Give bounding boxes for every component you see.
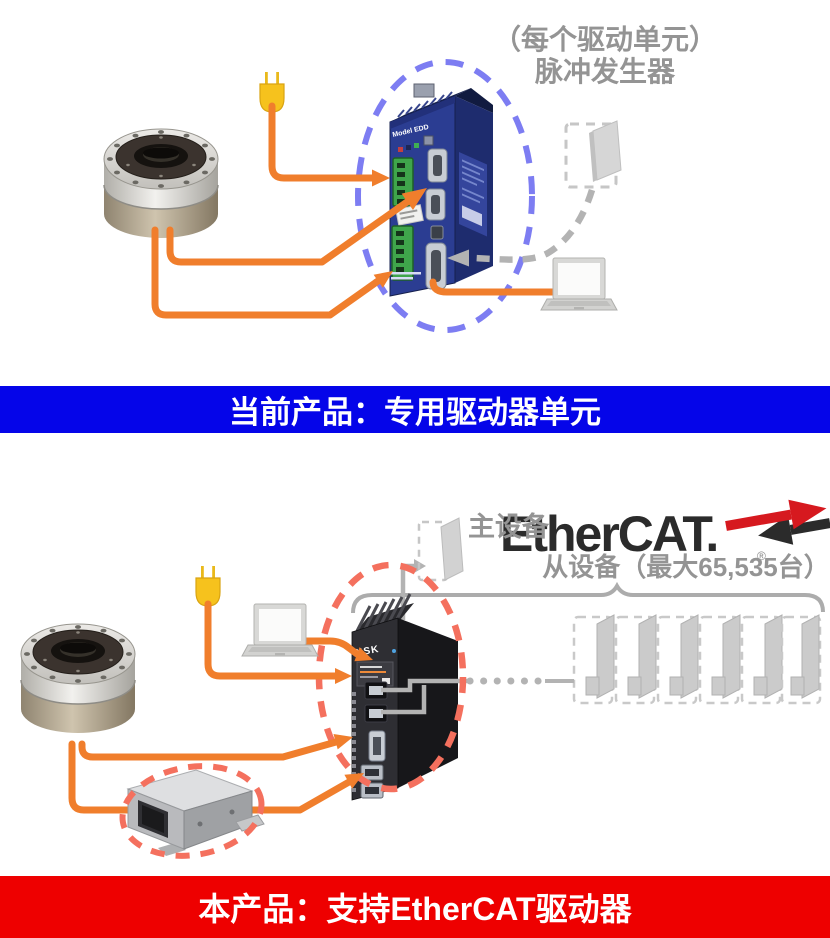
driver2-side-face [398,618,458,788]
slave-ghost-2 [614,614,657,705]
arrow-into-driver-encoder [401,188,427,210]
cable-motor-gateway [68,740,353,814]
driver-label-sticker [395,204,424,226]
banner-current-product: 当前产品：专用驱动器单元 [0,386,830,433]
arrow-into-driver-ac [372,169,390,187]
banner-new-product: 本产品：支持EtherCAT驱动器 [0,876,830,938]
ghost-link-dashed [471,189,596,263]
arrow-gateway-into-driver2 [344,773,364,789]
cable-motor-power-top [151,226,382,319]
cable-motor-encoder-top [166,198,411,266]
power-plug-bottom [195,565,221,607]
slave-ghost-1 [572,614,615,705]
cable-plug-top [268,102,376,182]
driver-unit-top: Model EDD [389,83,493,297]
ethercat-logo: EtherCAT. ® [500,499,830,563]
ethercat-registered-mark: ® [757,549,766,563]
driver-small-port [430,225,444,240]
port-line-1 [381,678,468,693]
master-device-label: 主设备 [468,512,549,542]
banner-new-label: 本产品：支持EtherCAT驱动器 [198,891,632,927]
slave-device-label: 从设备（最大65,535台） [542,552,830,582]
slave-ghost-group [572,614,822,705]
driver-top-connector [413,83,435,98]
cable-laptop-bottom [299,637,361,658]
gateway-unit [126,769,265,856]
top-diagram: Model EDD [103,59,622,333]
motor-top [103,128,219,239]
slave-ghost-3 [656,614,699,705]
pulse-generator-caption-line2: 脉冲发生器 [534,56,675,87]
banner-current-label: 当前产品：专用驱动器单元 [229,395,601,430]
cable-laptop-top [429,278,561,296]
motor-bottom [20,623,136,734]
arrow-motor-into-driver2 [333,734,353,750]
pulse-generator-ghost [564,120,622,189]
slave-ghost-5 [740,614,783,705]
cable-plug-bottom [204,600,340,680]
arrow-ghost-into-driver [447,249,469,267]
laptop-top [540,257,618,311]
arrow-into-driver-power [373,271,393,288]
slave-ghost-6 [780,614,822,705]
arrow-laptop-into-driver2 [354,647,373,662]
ethercat-return-arrow [758,515,830,545]
ethercat-red-arrow [725,499,827,531]
master-ghost [417,517,464,582]
port-line-2 [381,685,427,715]
slave-brace [351,581,825,614]
highlight-ellipse-top [355,59,535,333]
cable-motor-encoder-bottom [78,738,340,761]
driver-side-label [459,152,487,237]
highlight-ellipse-gateway [119,763,265,859]
ethercat-logo-text: EtherCAT. [500,506,717,562]
laptop-bottom [241,603,319,657]
driver-unit-bottom: NSK [351,593,458,801]
pulse-generator-caption-line1: （每个驱动单元） [492,24,717,55]
driver-button [423,135,434,146]
arrow-plug-into-driver2 [335,668,352,684]
bottom-diagram: NSK [20,499,830,859]
slave-ghost-4 [698,614,741,705]
